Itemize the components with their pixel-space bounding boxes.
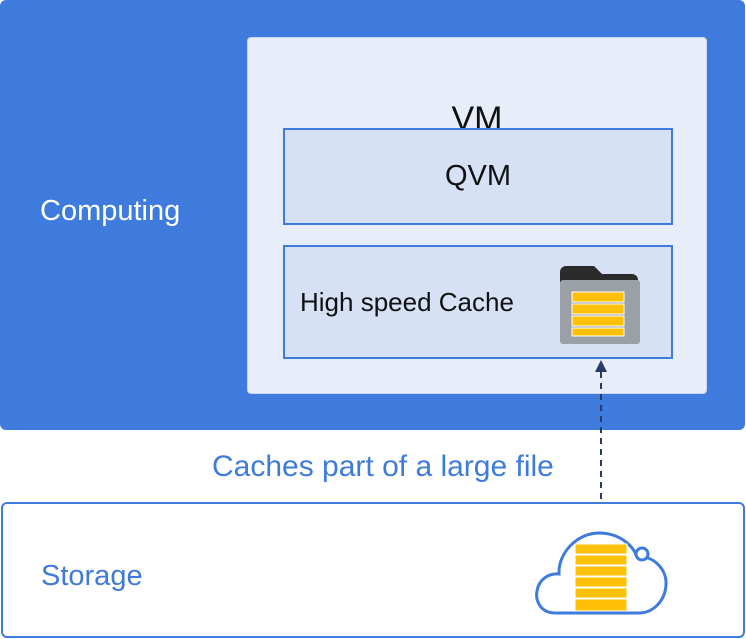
storage-label: Storage	[41, 560, 143, 592]
caption-text: Caches part of a large file	[212, 450, 554, 483]
cloud-storage-icon	[535, 531, 668, 615]
computing-label: Computing	[40, 195, 181, 227]
qvm-label: QVM	[444, 160, 512, 192]
folder-storage-icon	[560, 266, 640, 344]
cache-label: High speed Cache	[300, 287, 514, 317]
qvm-box: QVM	[283, 128, 673, 225]
dashed-arrow-up	[595, 360, 607, 502]
